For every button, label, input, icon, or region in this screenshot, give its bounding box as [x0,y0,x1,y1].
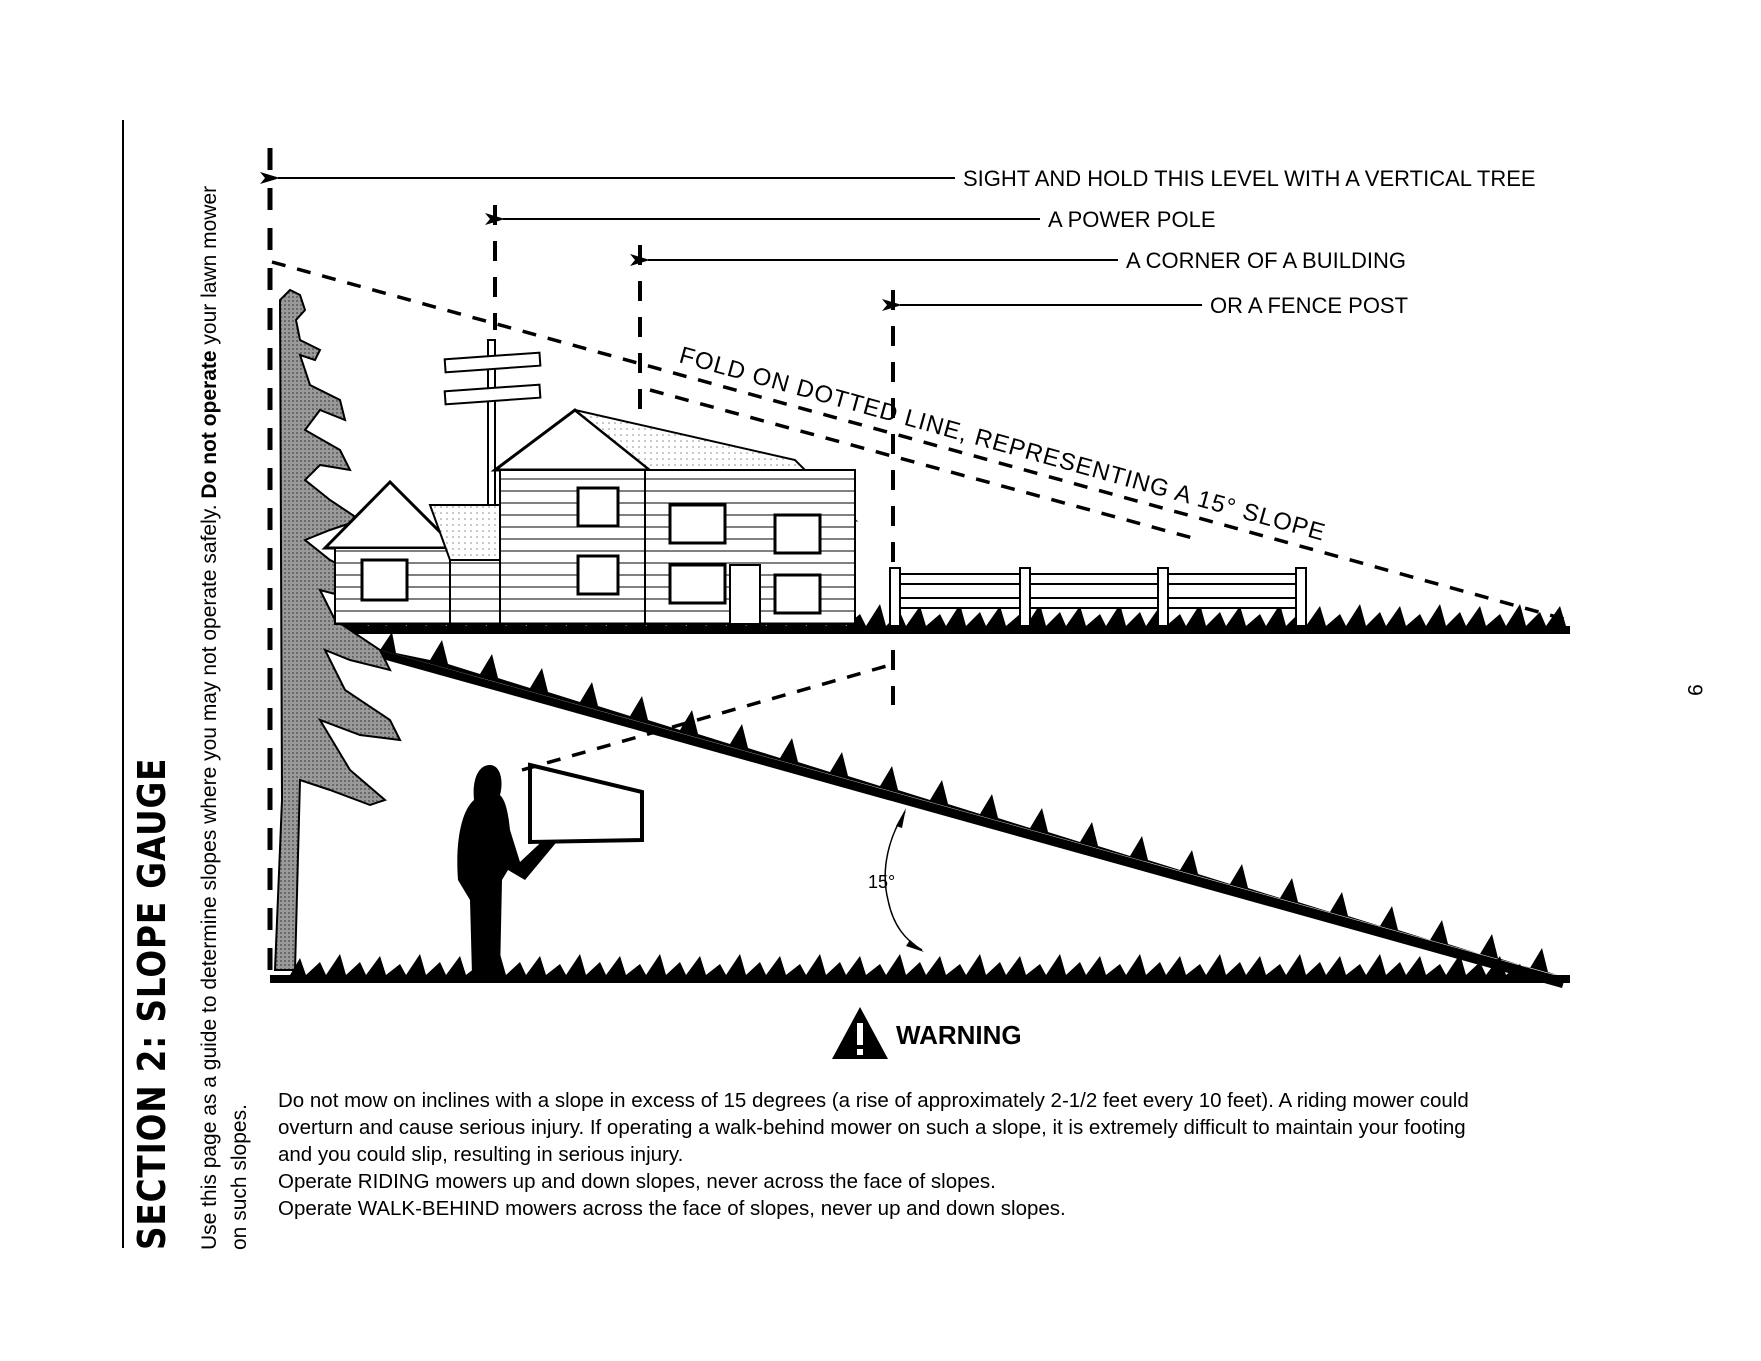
fence-post-4 [1296,568,1306,626]
slope-grass [340,622,1560,976]
house-window-2 [578,556,618,594]
warning-header: WARNING [830,1005,1022,1061]
angle-arrow-bottom [906,940,924,952]
warning-line: Do not mow on inclines with a slope in e… [278,1087,1618,1114]
warning-line: and you could slip, resulting in serious… [278,1141,1618,1168]
fence-post-3 [1158,568,1168,626]
pole-crossarm-top [445,353,541,373]
warning-title: WARNING [896,1020,1022,1051]
house-door [730,565,760,624]
angle-arrow-top [896,808,906,828]
warning-line: Operate WALK-BEHIND mowers across the fa… [278,1195,1618,1222]
pole-crossarm-bottom [445,385,541,405]
bottom-ground [270,975,1570,983]
gauge-page [530,765,642,842]
fence-rail-bottom [890,598,1300,608]
main-house-front [500,470,645,624]
warning-body: Do not mow on inclines with a slope in e… [278,1087,1618,1222]
small-house-window [362,560,407,600]
fence-post-2 [1020,568,1030,626]
house-window-5 [670,565,725,603]
house-window-3 [670,505,725,543]
eye-sight-line [522,665,890,770]
house-window-6 [775,575,820,613]
fence-rail-top [890,574,1300,584]
house-window-4 [775,515,820,553]
level-ground [300,626,1570,634]
sight-label-pole: A POWER POLE [1048,207,1216,232]
warning-line: overturn and cause serious injury. If op… [278,1114,1618,1141]
warning-triangle-icon [830,1005,890,1061]
sight-label-building: A CORNER OF A BUILDING [1126,248,1406,273]
sight-label-tree: SIGHT AND HOLD THIS LEVEL WITH A VERTICA… [963,166,1536,191]
fence-post-1 [890,568,900,626]
sight-label-fence: OR A FENCE POST [1210,293,1408,318]
warning-line: Operate RIDING mowers up and down slopes… [278,1168,1618,1195]
house-window-1 [578,488,618,526]
angle-label: 15° [868,872,895,892]
